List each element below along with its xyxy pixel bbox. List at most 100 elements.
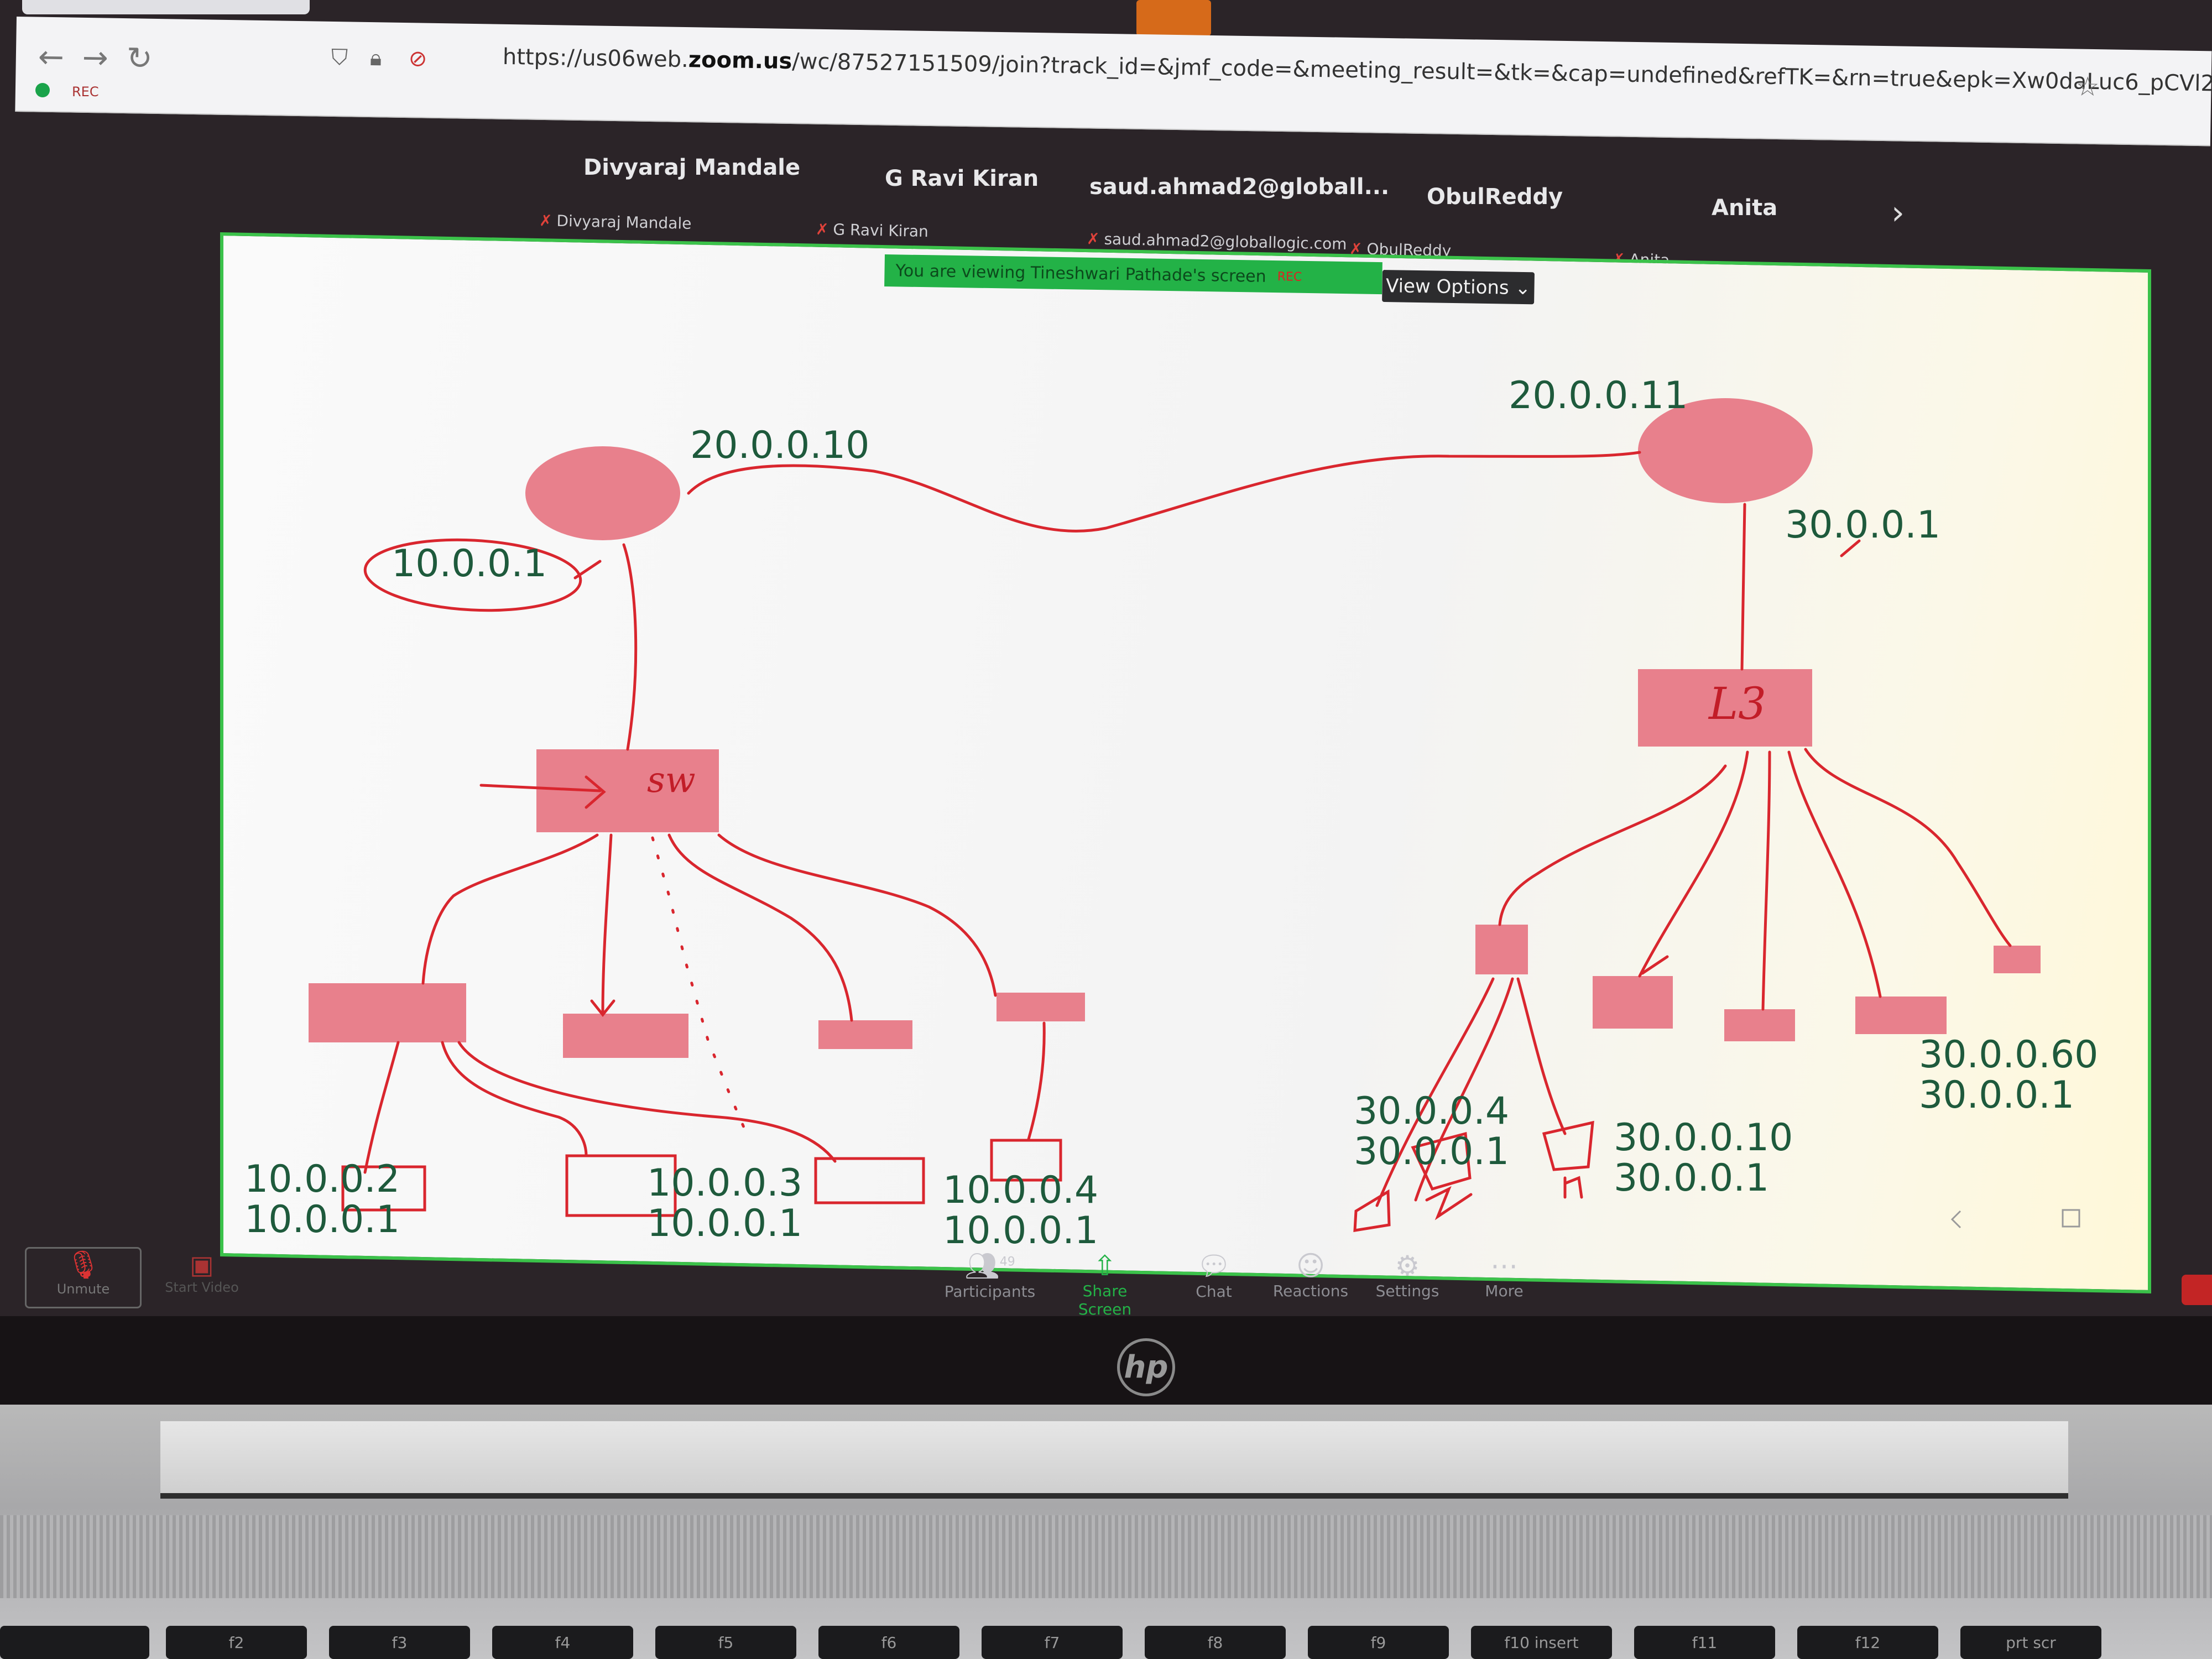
mic-muted-icon: 🎙︎ <box>65 1249 101 1281</box>
link-sw-host4 <box>717 833 997 997</box>
next-page-icon[interactable]: › <box>1891 194 1905 232</box>
view-options-button[interactable]: View Options ⌄ <box>1382 270 1535 305</box>
pc-scribble <box>1542 1120 1594 1171</box>
host1-ip: 10.0.0.2 <box>244 1157 400 1201</box>
link-l3-host7 <box>1787 750 1882 998</box>
participant-name[interactable]: Anita <box>1712 195 1778 221</box>
taskbar-icons[interactable] <box>1136 0 1211 36</box>
reactions-button[interactable]: ☺Reactions <box>1261 1250 1360 1300</box>
page-prev-icon[interactable] <box>1950 1210 1961 1229</box>
key-prt[interactable]: prt scr <box>1960 1626 2101 1659</box>
chat-button[interactable]: 💬︎Chat <box>1164 1250 1264 1301</box>
participant-name[interactable]: saud.ahmad2@globall... <box>1089 174 1390 200</box>
key-f7[interactable]: f7 <box>982 1626 1123 1659</box>
link-host-pc <box>1375 977 1495 1207</box>
unmute-button[interactable]: 🎙︎Unmute <box>25 1247 142 1308</box>
host-box <box>1994 946 2041 973</box>
link-host-pc <box>1414 977 1514 1202</box>
participant-name[interactable]: G Ravi Kiran <box>885 166 1039 191</box>
link-host1-pc3 <box>457 1041 837 1163</box>
link-l3-host6 <box>1761 750 1771 1011</box>
host6-ip: 30.0.0.60 <box>1919 1033 2098 1077</box>
share-screen-icon: ⇧ <box>1093 1250 1117 1282</box>
key-f12[interactable]: f12 <box>1797 1626 1938 1659</box>
switch-right <box>1638 669 1812 747</box>
host2-ip: 10.0.0.3 <box>647 1161 802 1205</box>
speaker-grille <box>0 1515 2212 1598</box>
settings-label: Settings <box>1375 1282 1439 1300</box>
key-f1[interactable] <box>0 1626 149 1659</box>
participants-count: 49 <box>999 1255 1015 1269</box>
pc-box <box>814 1157 925 1204</box>
host-box <box>309 983 466 1042</box>
key-f9[interactable]: f9 <box>1308 1626 1449 1659</box>
pc-scribble <box>1411 1131 1472 1191</box>
link-sw-host3 <box>667 833 853 1022</box>
key-f11[interactable]: f11 <box>1634 1626 1775 1659</box>
share-banner-text: You are viewing Tineshwari Pathade's scr… <box>895 260 1266 286</box>
link-l3-host8 <box>1804 748 2012 947</box>
pc-scribble <box>1353 1189 1391 1232</box>
link-sw-host1 <box>421 833 599 985</box>
laptop-hinge <box>160 1421 2068 1499</box>
host3-gateway: 10.0.0.1 <box>943 1209 1098 1253</box>
link-router-switch-right <box>1740 503 1746 671</box>
host6-gateway: 30.0.0.1 <box>1919 1073 2074 1117</box>
link-l3-host4 <box>1498 764 1727 926</box>
browser-tab[interactable] <box>22 0 310 14</box>
host3-ip: 10.0.0.4 <box>943 1168 1098 1212</box>
switch-right-scribble: L3 <box>1708 678 1766 729</box>
key-f4[interactable]: f4 <box>492 1626 633 1659</box>
leave-button[interactable] <box>2182 1275 2212 1305</box>
expand-icon[interactable] <box>2062 1209 2080 1228</box>
host-box <box>1475 925 1528 974</box>
link-sw-host2 <box>590 833 615 1018</box>
link-host-pc <box>1516 977 1567 1135</box>
ip-left-router: 20.0.0.10 <box>690 424 869 467</box>
router-right <box>1638 398 1813 503</box>
whiteboard-nav[interactable] <box>1950 1209 2080 1229</box>
host2-gateway: 10.0.0.1 <box>647 1202 802 1245</box>
key-f6[interactable]: f6 <box>818 1626 959 1659</box>
laptop-bezel <box>0 1316 2212 1416</box>
router-left <box>525 446 680 540</box>
link-l3-host5 <box>1638 750 1749 978</box>
participants-icon: 👥︎49 <box>964 1250 1015 1282</box>
chat-icon: 💬︎ <box>1196 1250 1232 1282</box>
chat-label: Chat <box>1196 1282 1232 1301</box>
host4-ip: 30.0.0.4 <box>1354 1089 1509 1133</box>
key-f5[interactable]: f5 <box>655 1626 796 1659</box>
share-screen-label: Share Screen <box>1078 1282 1132 1318</box>
share-screen-button[interactable]: ⇧Share Screen <box>1055 1250 1155 1318</box>
host-box <box>818 1020 912 1049</box>
key-f10[interactable]: f10 insert <box>1471 1626 1612 1659</box>
security-shield-icon <box>35 83 50 97</box>
key-f8[interactable]: f8 <box>1145 1626 1286 1659</box>
network-diagram: 20.0.0.10 20.0.0.11 10.0.0.1 30.0.0.1 sw… <box>244 374 2098 1253</box>
ip-right-router: 20.0.0.11 <box>1509 374 1688 418</box>
host1-gateway: 10.0.0.1 <box>244 1198 400 1241</box>
more-icon: ⋯ <box>1490 1250 1518 1282</box>
link-router-switch-left <box>622 543 638 751</box>
reactions-icon: ☺ <box>1296 1250 1326 1282</box>
pencil-stroke <box>1840 539 1861 557</box>
participant-strip: Divyaraj Mandale ✗Divyaraj Mandale G Rav… <box>0 113 2212 269</box>
host-box <box>1724 1009 1795 1041</box>
switch-left-scribble: sw <box>647 760 696 801</box>
gear-icon: ⚙ <box>1395 1250 1420 1282</box>
participant-name[interactable]: ObulReddy <box>1427 184 1563 210</box>
settings-button[interactable]: ⚙Settings <box>1358 1250 1457 1300</box>
reactions-label: Reactions <box>1272 1282 1349 1300</box>
more-button[interactable]: ⋯More <box>1454 1250 1554 1300</box>
arrow-in <box>479 775 606 809</box>
key-f2[interactable]: f2 <box>166 1626 307 1659</box>
participants-label: Participants <box>944 1282 1036 1301</box>
link-host4-pc <box>1027 1021 1046 1141</box>
start-video-button[interactable]: ▣Start Video <box>158 1250 246 1295</box>
key-f3[interactable]: f3 <box>329 1626 470 1659</box>
diagram-shapes <box>309 398 2041 1058</box>
participant-name[interactable]: Divyaraj Mandale <box>583 155 801 180</box>
switch-left <box>536 749 719 832</box>
view-options-label: View Options <box>1385 275 1510 299</box>
